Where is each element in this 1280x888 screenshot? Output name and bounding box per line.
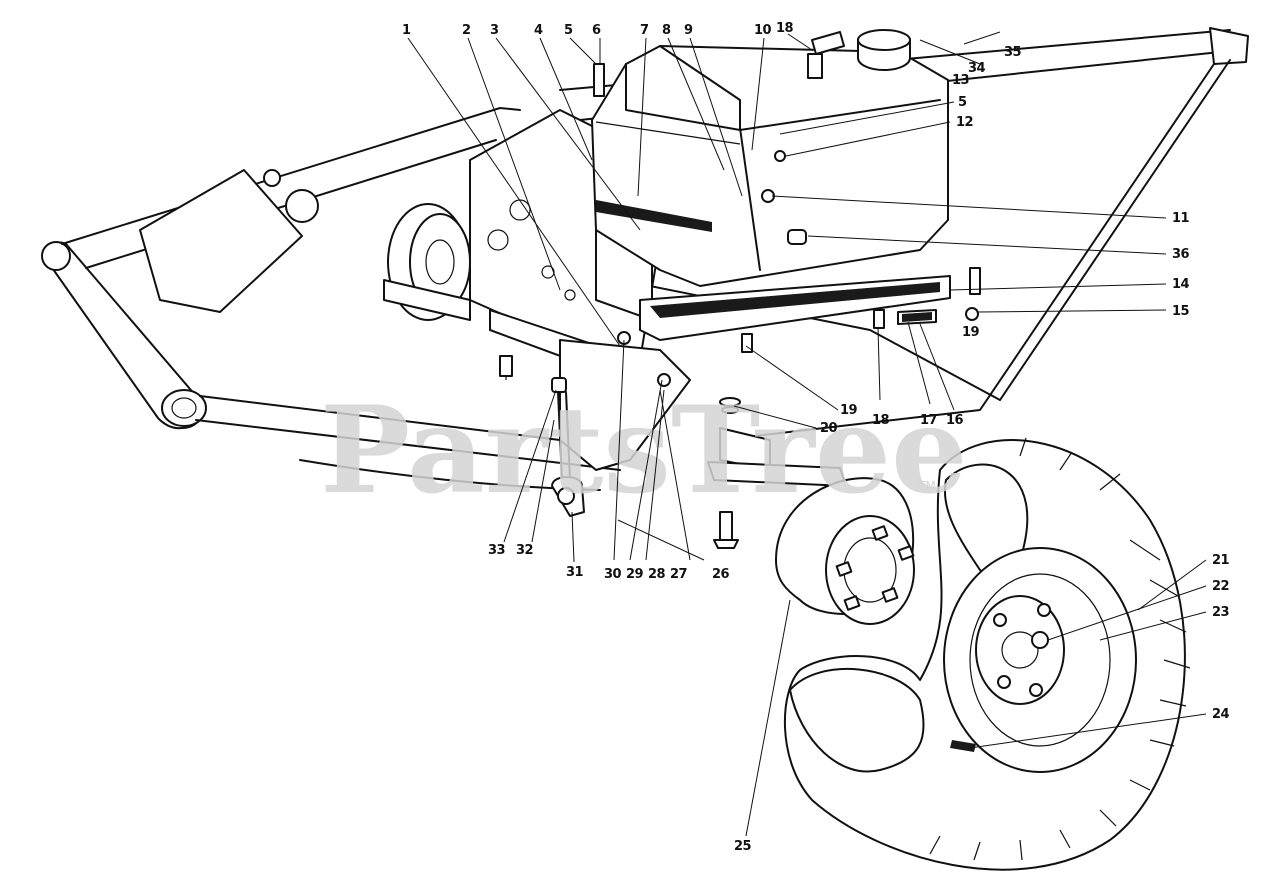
watermark: PartsTree TM <box>320 380 967 521</box>
leader-lines <box>407 31 1207 837</box>
callout-1: 1 <box>402 23 411 38</box>
callout-35: 35 <box>1004 45 1022 60</box>
callout-23: 23 <box>1212 605 1230 620</box>
callout-3: 3 <box>490 23 499 38</box>
wheel-hub <box>775 477 915 625</box>
callout-5: 5 <box>564 23 573 38</box>
callout-labels: 1 2 3 4 5 6 7 8 9 10 18 13 34 35 5 12 11… <box>402 21 1230 854</box>
callout-18-bottom: 18 <box>872 413 890 428</box>
callout-11: 11 <box>1172 211 1190 226</box>
callout-22: 22 <box>1212 579 1229 594</box>
axle-bracket <box>707 397 847 549</box>
callout-31: 31 <box>566 565 584 580</box>
callout-27: 27 <box>670 567 688 582</box>
callout-21: 21 <box>1212 553 1230 568</box>
callout-34: 34 <box>968 61 986 76</box>
callout-29: 29 <box>626 567 644 582</box>
callout-10: 10 <box>754 23 772 38</box>
callout-33: 33 <box>488 543 506 558</box>
callout-12: 12 <box>956 115 973 130</box>
callout-24: 24 <box>1212 707 1230 722</box>
callout-9: 9 <box>684 23 693 38</box>
callout-19-right: 19 <box>962 325 980 340</box>
bracket-and-cable <box>551 331 691 517</box>
callout-14: 14 <box>1172 277 1190 292</box>
callout-26: 26 <box>712 567 730 582</box>
fuel-line-hardware <box>741 267 981 353</box>
callout-32: 32 <box>516 543 533 558</box>
callout-8: 8 <box>662 23 671 38</box>
callout-16: 16 <box>946 413 964 428</box>
watermark-trademark: TM <box>917 479 936 493</box>
callout-4: 4 <box>534 23 543 38</box>
tank-base-plate <box>596 200 951 341</box>
callout-30: 30 <box>604 567 622 582</box>
callout-13: 13 <box>952 73 970 88</box>
fuel-tank <box>591 29 949 287</box>
watermark-text: PartsTree <box>320 380 967 521</box>
callout-18-top: 18 <box>776 21 794 36</box>
callout-6: 6 <box>592 23 601 38</box>
callout-2: 2 <box>462 23 471 38</box>
callout-36: 36 <box>1172 247 1190 262</box>
callout-15: 15 <box>1172 304 1190 319</box>
callout-28: 28 <box>648 567 666 582</box>
callout-7: 7 <box>640 23 649 38</box>
tire-and-wheel <box>783 437 1191 871</box>
callout-5-right: 5 <box>958 95 967 110</box>
callout-20: 20 <box>820 421 838 436</box>
callout-25: 25 <box>734 839 752 854</box>
callout-17: 17 <box>920 413 938 428</box>
callout-19: 19 <box>840 403 858 418</box>
